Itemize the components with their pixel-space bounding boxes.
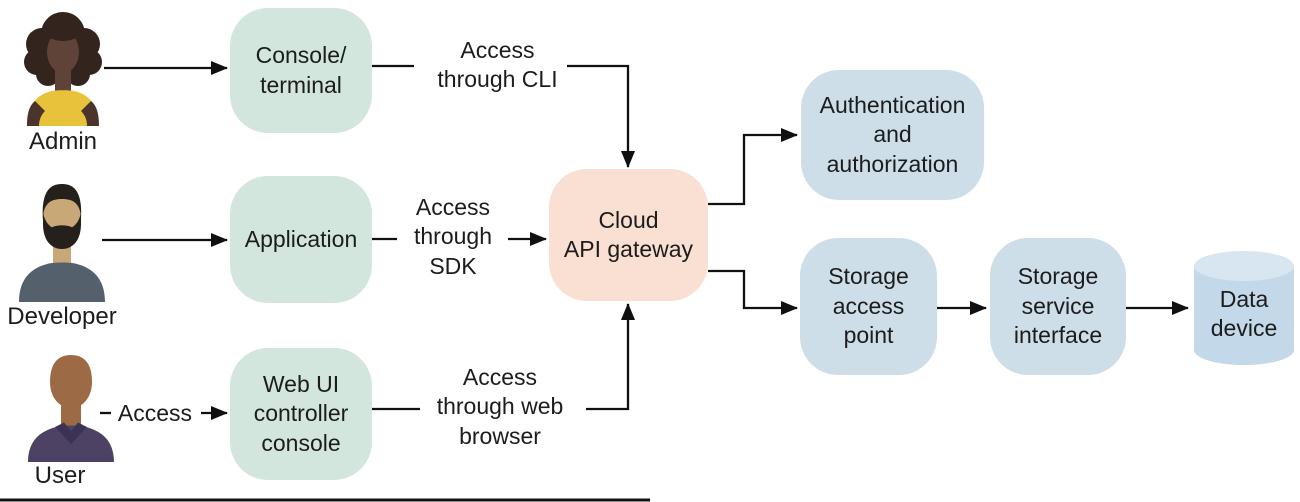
node-console-terminal: Console/terminal [230, 8, 372, 133]
edge-cli-gateway [567, 64, 635, 168]
node-application: Application [230, 176, 372, 303]
persona-label-user: User [34, 462, 86, 489]
developer-avatar [19, 184, 105, 302]
edge-gateway-auth [708, 128, 798, 206]
persona-label-developer: Developer [7, 303, 117, 330]
edge-gateway-storage-access-point [708, 269, 798, 315]
admin-avatar-shapes [24, 12, 102, 126]
user-avatar [28, 355, 114, 462]
admin-avatar [24, 12, 102, 126]
database-cylinder-icon [1194, 251, 1294, 365]
developer-avatar-shapes [19, 184, 105, 302]
edge-label-user-access: Access [117, 400, 193, 426]
edge-web-gateway [586, 303, 635, 411]
persona-label-admin: Admin [28, 128, 98, 155]
user-avatar-shapes [28, 355, 114, 462]
